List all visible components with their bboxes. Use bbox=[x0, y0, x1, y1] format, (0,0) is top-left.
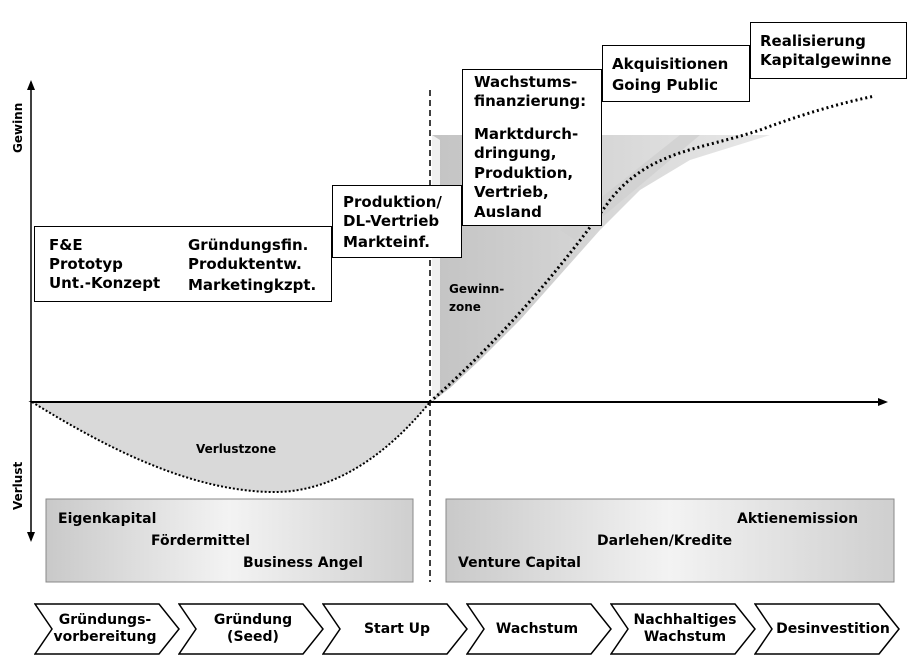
stage-box-production bbox=[332, 185, 462, 258]
phase-chevron-growth: Wachstum bbox=[465, 603, 616, 655]
phase-chevron-seed: Gründung (Seed) bbox=[177, 603, 328, 655]
financing-equity: Eigenkapital bbox=[58, 511, 157, 527]
financing-bar-left bbox=[45, 498, 414, 583]
stage-box-growth-financing-item: dringung, bbox=[474, 144, 557, 162]
financing-business-angel: Business Angel bbox=[243, 555, 363, 571]
stage-box-growth-financing-item: Produktion, bbox=[474, 164, 574, 182]
phase-label: Nachhaltiges Wachstum bbox=[633, 612, 737, 645]
chevron-shape bbox=[465, 603, 612, 655]
stage-box-acquisitions-item: Going Public bbox=[612, 76, 718, 94]
chevron-shape bbox=[33, 603, 180, 655]
stage-box-research-item: Produktentw. bbox=[188, 255, 302, 273]
stage-box-production-item: Produktion/ bbox=[343, 193, 442, 211]
financing-loans: Darlehen/Kredite bbox=[597, 533, 733, 549]
phase-chevron-sustainable-growth: Nachhaltiges Wachstum bbox=[609, 603, 760, 655]
phase-label: Gründungs- vorbereitung bbox=[53, 612, 157, 645]
loss-zone-label: Verlustzone bbox=[196, 442, 277, 456]
phase-label: Start Up bbox=[363, 620, 431, 637]
stage-box-growth-financing-head: Wachstums- bbox=[474, 73, 578, 91]
y-axis-label-profit: Gewinn bbox=[11, 102, 25, 153]
stage-box-research-item: F&E bbox=[49, 236, 83, 254]
phase-label: Desinvestition bbox=[776, 620, 890, 637]
stage-box-acquisitions-item: Akquisitionen bbox=[612, 55, 729, 73]
profit-curve bbox=[429, 94, 876, 404]
stage-box-realization-item: Realisierung bbox=[760, 32, 866, 50]
phase-chevron-preparation: Gründungs- vorbereitung bbox=[33, 603, 184, 655]
financing-ipo: Aktienemission bbox=[737, 511, 859, 527]
chevron-shape bbox=[177, 603, 324, 655]
y-axis-arrow-bottom bbox=[27, 532, 35, 542]
profit-zone-highlight bbox=[432, 135, 440, 402]
loss-zone-area bbox=[28, 401, 433, 494]
x-axis-arrow bbox=[878, 398, 888, 406]
stage-box-growth-financing-item: Marktdurch- bbox=[474, 125, 579, 143]
stage-box-acquisitions bbox=[602, 45, 750, 102]
stage-box-growth-financing-item: Ausland bbox=[474, 203, 542, 221]
y-axis-label-loss: Verlust bbox=[11, 461, 25, 510]
profit-zone-label-line1: Gewinn- bbox=[449, 282, 505, 296]
chevron-shape bbox=[609, 603, 756, 655]
stage-box-production-item: DL-Vertrieb bbox=[343, 212, 440, 230]
stage-box-growth-financing-item: Vertrieb, bbox=[474, 183, 549, 201]
phase-chevron-divestment: Desinvestition bbox=[753, 603, 904, 655]
phase-label: Gründung (Seed) bbox=[213, 612, 293, 645]
phase-chevron-startup: Start Up bbox=[321, 603, 472, 655]
stage-box-growth-financing bbox=[462, 69, 602, 226]
chevron-shape bbox=[753, 603, 900, 655]
stage-box-realization-item: Kapitalgewinne bbox=[760, 51, 892, 69]
y-axis-arrow-top bbox=[27, 80, 35, 90]
stage-box-research-item: Unt.-Konzept bbox=[49, 274, 161, 292]
financing-venture-capital: Venture Capital bbox=[458, 555, 581, 571]
profit-zone-label-line2: zone bbox=[449, 300, 481, 314]
financing-grants: Fördermittel bbox=[151, 533, 251, 549]
stage-box-research-item: Marketingkzpt. bbox=[188, 276, 317, 294]
financing-bar-right bbox=[445, 498, 895, 583]
chevron-shape bbox=[321, 603, 468, 655]
stage-box-production-item: Markteinf. bbox=[343, 233, 430, 251]
stage-box-realization bbox=[750, 22, 907, 79]
stage-box-research bbox=[34, 226, 332, 302]
phase-label: Wachstum bbox=[495, 620, 579, 637]
stage-box-research-item: Gründungsfin. bbox=[188, 236, 309, 254]
stage-box-growth-financing-head: finanzierung: bbox=[474, 92, 587, 110]
stage-box-research-item: Prototyp bbox=[49, 255, 123, 273]
